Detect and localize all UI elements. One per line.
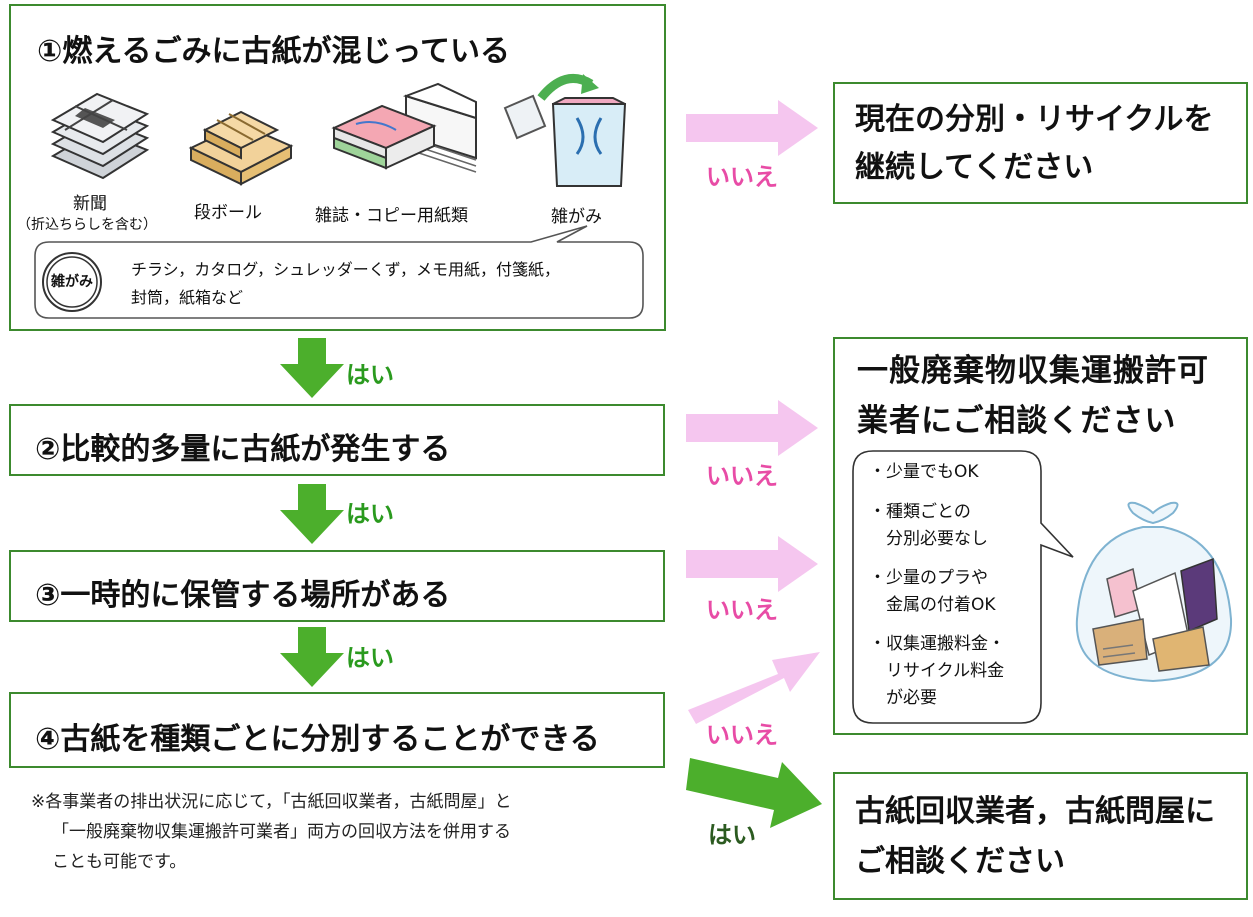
callout-bullet-3-line-1: ・少量のプラや [869,568,988,588]
no-label-4: いいえ [706,721,778,749]
question-1-title: ①燃えるごみに古紙が混じっている [37,34,510,69]
callout-bullet-2-line-2: 分別必要なし [869,529,988,549]
no-label-3: いいえ [706,596,778,624]
no-arrow-2 [686,400,818,456]
yes-arrow-4 [686,758,822,828]
yes-label-1: はい [346,361,394,389]
speech-bubble-shape [34,225,644,319]
footnote-line-2: 「一般廃棄物収集運搬許可業者」両方の回収方法を併用する [52,822,511,842]
cardboard-label: 段ボール [194,203,262,223]
question-3-title: ③一時的に保管する場所がある [35,578,451,613]
cardboard-icon [188,110,294,186]
question-2-title: ②比較的多量に古紙が発生する [35,432,451,467]
footnote-line-3: ことも可能です。 [52,852,187,872]
bubble-line-1: チラシ，カタログ，シュレッダーくず，メモ用紙，付箋紙， [131,260,560,279]
callout-bullet-4-line-2: リサイクル料金 [869,661,1005,681]
question-1-box: ①燃えるごみに古紙が混じっている 新聞 （折込ちらしを含む） 段ボール 雑誌・コ… [9,4,666,331]
result-paper-dealer-line-2: ご相談ください [855,844,1065,879]
bubble-line-2: 封筒，紙箱など [131,288,244,307]
callout-bullet-2-line-1: ・種類ごとの [869,502,971,522]
misc-paper-label: 雑がみ [551,207,602,227]
callout-bullet-4-line-3: が必要 [869,688,937,708]
no-arrow-3 [686,536,818,592]
question-2-box: ②比較的多量に古紙が発生する [9,404,665,476]
question-4-box: ④古紙を種類ごとに分別することができる [9,692,665,768]
yes-arrow-down-3 [280,627,344,687]
yes-label-3: はい [346,644,394,672]
result-paper-dealer-box: 古紙回収業者，古紙問屋に ご相談ください [833,772,1248,900]
misc-paper-bag-icon [503,73,627,187]
question-4-title: ④古紙を種類ごとに分別することができる [35,722,600,757]
result-continue-line-2: 継続してください [855,150,1094,185]
newspaper-label: 新聞 [73,194,107,214]
no-label-1: いいえ [706,163,778,191]
no-arrow-4 [688,652,820,724]
footnote-line-1: ※各事業者の排出状況に応じて，「古紙回収業者，古紙問屋」と [31,792,512,812]
result-continue-line-1: 現在の分別・リサイクルを [855,102,1214,137]
result-general-line-2: 業者にご相談ください [857,403,1177,439]
yes-arrow-down-2 [280,484,344,544]
no-arrow-1 [686,100,818,156]
magazine-label: 雑誌・コピー用紙類 [315,206,468,226]
newspaper-sublabel: （折込ちらしを含む） [17,217,157,233]
result-continue-box: 現在の分別・リサイクルを 継続してください [833,82,1248,204]
magazine-icon [331,82,477,173]
callout-bullet-3-line-2: 金属の付着OK [869,595,996,615]
callout-bullet-4-line-1: ・収集運搬料金・ [869,634,1005,654]
result-general-box: 一般廃棄物収集運搬許可 業者にご相談ください ・少量でもOK ・種類ごとの 分別… [833,337,1248,735]
result-general-line-1: 一般廃棄物収集運搬許可 [857,353,1209,389]
no-label-2: いいえ [706,462,778,490]
newspaper-icon [50,92,150,180]
misc-paper-badge-label: 雑がみ [51,274,93,290]
yes-label-4: はい [708,821,756,849]
callout-bubble-shape [852,450,1074,724]
yes-arrow-down-1 [280,338,344,398]
garbage-bag-icon [1075,501,1233,683]
callout-bullet-1: ・少量でもOK [869,462,979,482]
yes-label-2: はい [346,500,394,528]
misc-paper-badge-icon [42,252,102,312]
question-3-box: ③一時的に保管する場所がある [9,550,665,622]
result-paper-dealer-line-1: 古紙回収業者，古紙問屋に [855,794,1215,829]
